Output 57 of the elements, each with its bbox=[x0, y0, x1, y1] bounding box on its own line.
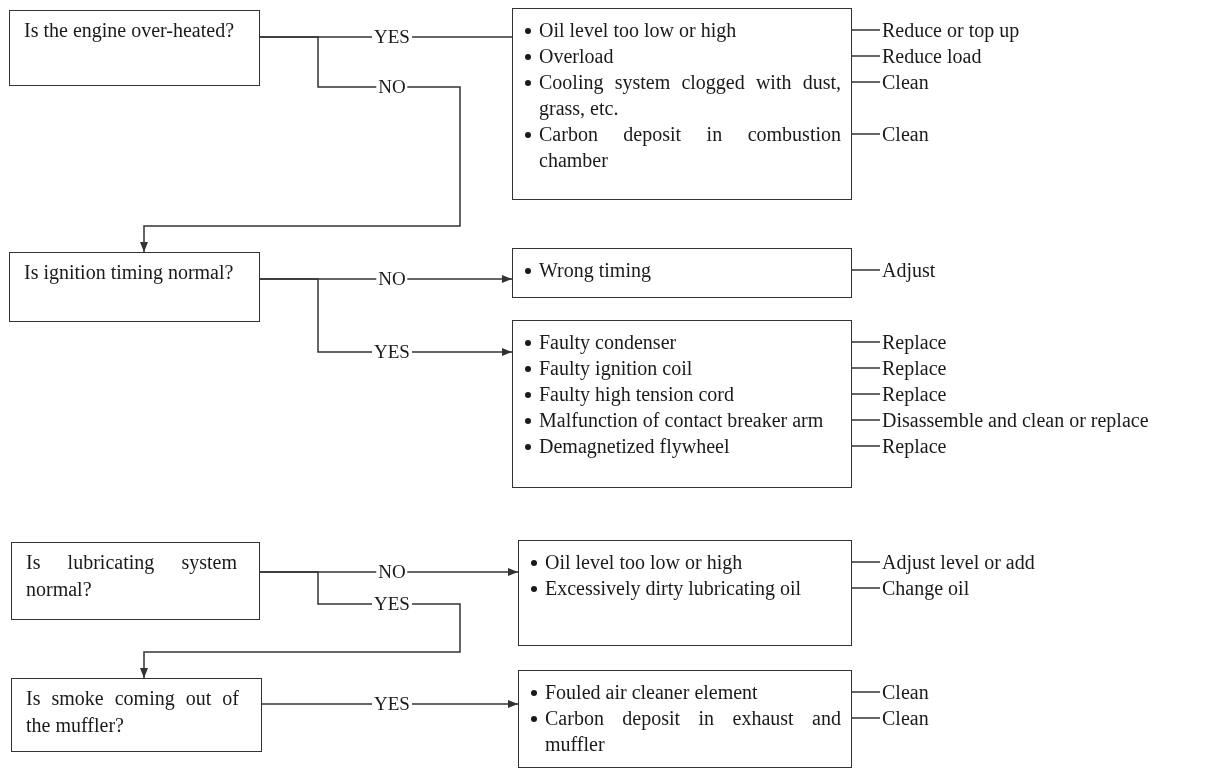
cause-text: Malfunction of contact breaker arm bbox=[539, 408, 825, 433]
cause-text: Faulty condenser bbox=[539, 330, 678, 355]
remedy-text: Adjust level or add bbox=[882, 549, 1035, 575]
connector-line bbox=[851, 445, 881, 447]
cause-text: Excessively dirty lubricating oil bbox=[545, 576, 803, 601]
remedy-text: Clean bbox=[882, 679, 929, 705]
cause-text: Faulty high tension cord bbox=[539, 382, 735, 407]
question-text: Is smoke coming out of the muffler? bbox=[26, 686, 239, 738]
cause-text: Wrong timing bbox=[539, 258, 652, 283]
connector-line bbox=[851, 561, 881, 563]
connector-line bbox=[851, 81, 881, 83]
connector-line bbox=[851, 419, 881, 421]
remedy-text: Replace bbox=[882, 381, 947, 407]
arrow bbox=[140, 36, 461, 253]
cause-text: Oil level too low or high bbox=[539, 18, 738, 43]
decision-box bbox=[11, 542, 260, 620]
question-text: Is lubricating system normal? bbox=[26, 550, 237, 602]
cause-text: Carbon deposit in exhaust and muffler bbox=[545, 706, 841, 757]
remedy-text: Reduce or top up bbox=[882, 17, 1020, 43]
question-text: Is the engine over-heated? bbox=[24, 18, 236, 44]
cause-list-box bbox=[518, 670, 852, 768]
connector-line bbox=[851, 691, 881, 693]
remedy-text: Clean bbox=[882, 69, 929, 95]
cause-text: Fouled air cleaner element bbox=[545, 680, 759, 705]
remedy-text: Replace bbox=[882, 329, 947, 355]
connector-line bbox=[851, 133, 881, 135]
remedy-text: Adjust bbox=[882, 257, 936, 283]
connector-line bbox=[851, 717, 881, 719]
connector-line bbox=[851, 341, 881, 343]
decision-box bbox=[11, 678, 262, 752]
connector-line bbox=[851, 29, 881, 31]
cause-text: Overload bbox=[539, 44, 615, 69]
remedy-text: Replace bbox=[882, 433, 947, 459]
connector-line bbox=[851, 587, 881, 589]
cause-list-box bbox=[512, 248, 852, 298]
remedy-text: Disassemble and clean or replace bbox=[882, 407, 1149, 433]
connector-line bbox=[851, 393, 881, 395]
connector-line bbox=[851, 55, 881, 57]
connector-line bbox=[851, 269, 881, 271]
cause-text: Cooling system clogged with dust, grass, etc. bbox=[539, 70, 841, 121]
cause-list-box bbox=[512, 320, 852, 488]
cause-list-box bbox=[512, 8, 852, 200]
remedy-text: Reduce load bbox=[882, 43, 982, 69]
question-text: Is ignition timing normal? bbox=[24, 260, 235, 286]
cause-text: Oil level too low or high bbox=[545, 550, 744, 575]
decision-box bbox=[9, 10, 260, 86]
cause-list-box bbox=[518, 540, 852, 646]
cause-text: Carbon deposit in combustion chamber bbox=[539, 122, 841, 173]
decision-box bbox=[9, 252, 260, 322]
remedy-text: Replace bbox=[882, 355, 947, 381]
connector-line bbox=[851, 367, 881, 369]
remedy-text: Change oil bbox=[882, 575, 970, 601]
arrow bbox=[140, 571, 461, 679]
cause-text: Demagnetized flywheel bbox=[539, 434, 731, 459]
remedy-text: Clean bbox=[882, 705, 929, 731]
cause-text: Faulty ignition coil bbox=[539, 356, 694, 381]
remedy-text: Clean bbox=[882, 121, 929, 147]
